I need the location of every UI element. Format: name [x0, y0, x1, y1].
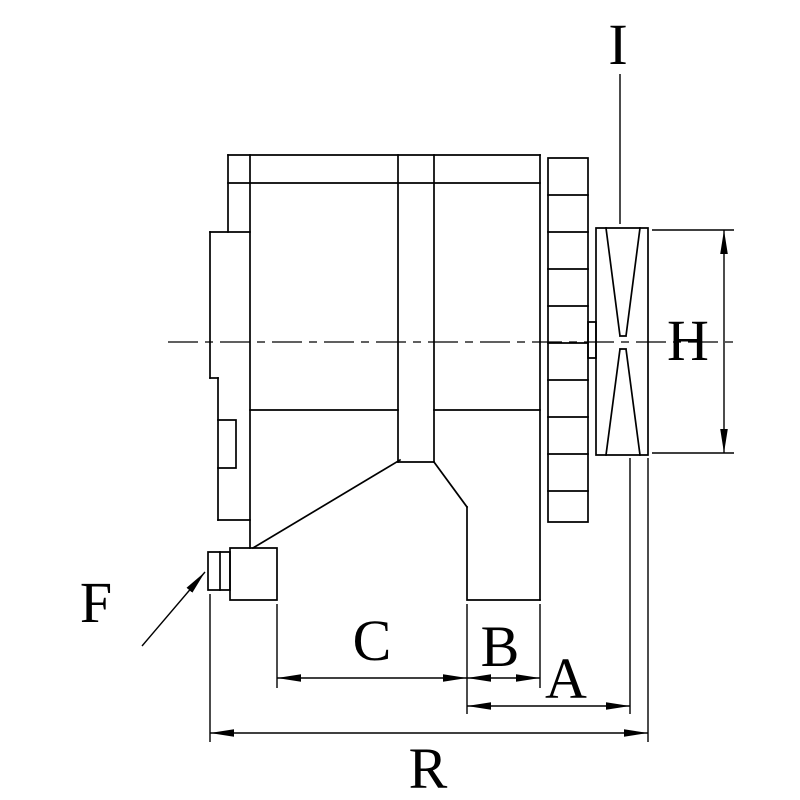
- mounting-feet: [207, 506, 541, 601]
- dim-label-b: B: [481, 614, 520, 679]
- dim-f-leader-line: [141, 571, 206, 647]
- dim-label-h: H: [667, 308, 709, 373]
- rear-foot: [229, 547, 278, 601]
- dimension-b: B: [467, 614, 540, 682]
- fan-outline: [547, 157, 589, 523]
- pulley-outline: [595, 227, 649, 456]
- dim-label-i: I: [608, 12, 627, 77]
- rear-stud: [207, 551, 231, 591]
- body-lower-diagonal: [251, 458, 402, 550]
- shaft: [587, 321, 597, 359]
- dimension-i: I: [608, 12, 628, 224]
- dim-label-r: R: [409, 736, 448, 800]
- pulley-v-groove: [605, 227, 641, 456]
- body-foot-diagonal: [432, 460, 469, 509]
- dim-label-a: A: [545, 646, 587, 711]
- fan-fins: [547, 194, 589, 492]
- dimension-c: C: [277, 608, 467, 682]
- alternator-body: [227, 154, 541, 601]
- dimension-r: R: [210, 729, 648, 800]
- dimension-h: H: [652, 229, 734, 454]
- rear-bracket: [209, 231, 251, 521]
- dim-label-c: C: [353, 608, 392, 673]
- pulley: [595, 227, 649, 456]
- dimension-f: F: [80, 570, 206, 647]
- bracket-boss: [217, 419, 237, 469]
- dimension-a: A: [467, 646, 630, 711]
- ribbed-fan-section: [547, 157, 597, 523]
- dim-label-f: F: [80, 570, 112, 635]
- dimension-extension-lines: [209, 458, 649, 742]
- front-foot: [466, 506, 541, 601]
